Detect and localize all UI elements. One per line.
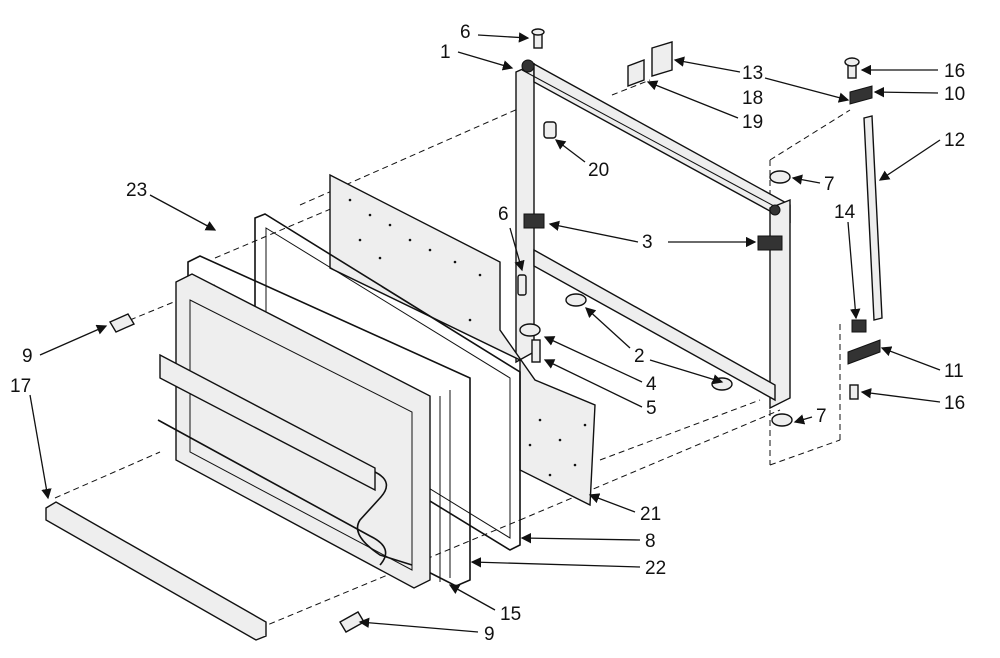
callout-6: 6 [460,22,471,43]
callout-18: 18 [742,88,763,109]
callout-12: 12 [944,130,965,151]
callout-21: 21 [640,504,661,525]
callout-11: 11 [944,361,964,382]
trim-strip [45,501,267,641]
callout-1: 1 [440,42,451,63]
callout-5: 5 [646,398,657,419]
callout-4: 4 [646,374,657,395]
callout-13: 13 [742,63,763,84]
hardware-parts [108,28,883,633]
callout-labels: 6 1 13 18 19 20 16 10 12 7 23 6 3 14 2 1… [10,22,965,645]
leader-lines [29,32,941,633]
callout-16: 16 [944,61,965,82]
callout-20: 20 [588,160,609,181]
callout-15: 15 [500,604,521,625]
callout-22: 22 [645,558,666,579]
callout-7-bottom: 7 [816,406,827,427]
callout-10: 10 [944,84,965,105]
callout-9-bottom: 9 [484,624,495,645]
alignment-lines [54,79,851,629]
insulation-texture [348,198,587,477]
callout-9: 9 [22,346,33,367]
callout-17: 17 [10,376,31,397]
door-liner [157,273,431,589]
callout-8: 8 [645,531,656,552]
callout-7: 7 [824,174,835,195]
callout-19: 19 [742,112,763,133]
callout-14: 14 [834,202,856,223]
callout-23: 23 [126,180,147,201]
callout-2: 2 [634,346,645,367]
door-frame [515,59,791,410]
callout-3: 3 [642,232,653,253]
callout-6-mid: 6 [498,204,509,225]
callout-16-bottom: 16 [944,393,965,414]
